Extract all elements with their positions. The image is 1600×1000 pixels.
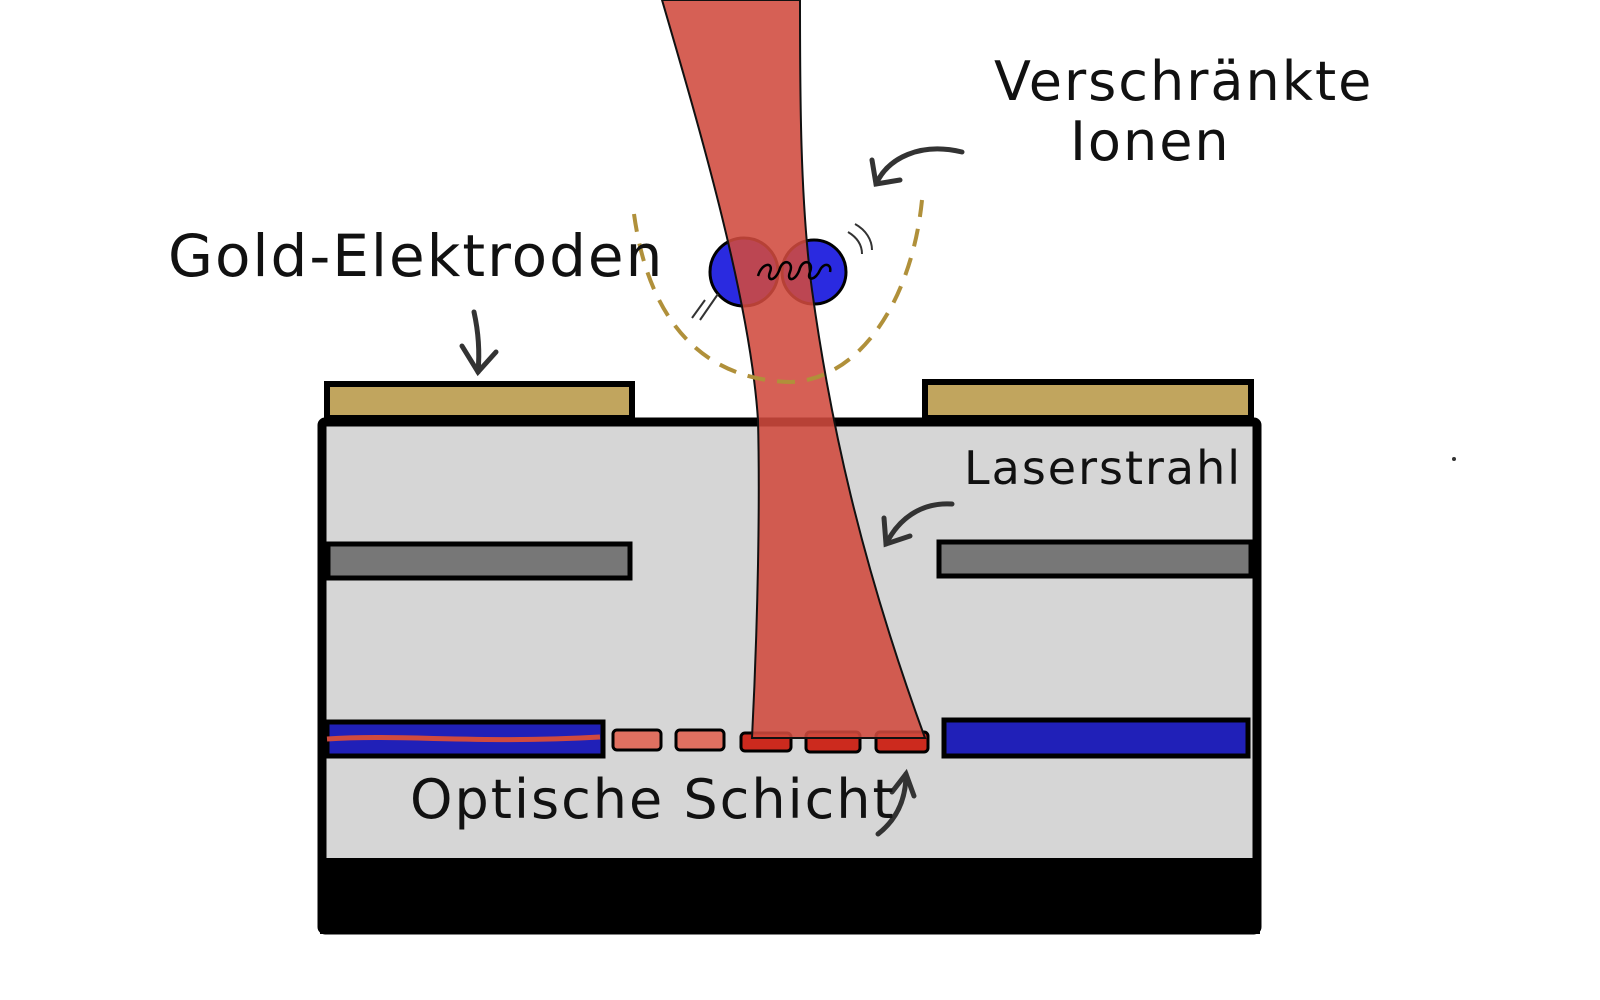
motion-mark-right <box>854 223 873 251</box>
laser-beam <box>660 0 927 739</box>
arrow-entangled-ions-icon <box>869 146 965 187</box>
chip-substrate <box>320 858 1260 934</box>
stray-dot <box>1452 457 1456 461</box>
motion-mark-left <box>699 293 719 321</box>
arrow-laser-beam-icon <box>881 501 955 548</box>
motion-mark-right <box>847 231 863 255</box>
arrow-gold-electrodes-icon <box>459 309 499 377</box>
motion-mark-left <box>691 299 706 319</box>
grating-segment <box>674 728 726 752</box>
blue-waveguide-right <box>941 717 1251 759</box>
waveguide-light-line <box>326 734 601 743</box>
label-optical-layer: Optische Schicht <box>410 768 896 831</box>
grating-segment <box>611 728 663 752</box>
gold-electrode-left <box>324 381 635 421</box>
arrow-optical-layer-icon <box>875 768 917 837</box>
gray-layer-right <box>936 539 1254 579</box>
label-entangled-ions-line1: Verschränkte <box>994 50 1373 113</box>
gray-layer-left <box>325 541 633 581</box>
gold-electrode-right <box>922 379 1254 421</box>
label-laser-beam: Laserstrahl <box>964 441 1242 495</box>
label-gold-electrodes: Gold-Elektroden <box>168 222 664 290</box>
trap-potential-curve <box>632 199 924 385</box>
spring-coil-icon <box>756 260 832 281</box>
label-entangled-ions-line2: Ionen <box>1070 110 1231 173</box>
